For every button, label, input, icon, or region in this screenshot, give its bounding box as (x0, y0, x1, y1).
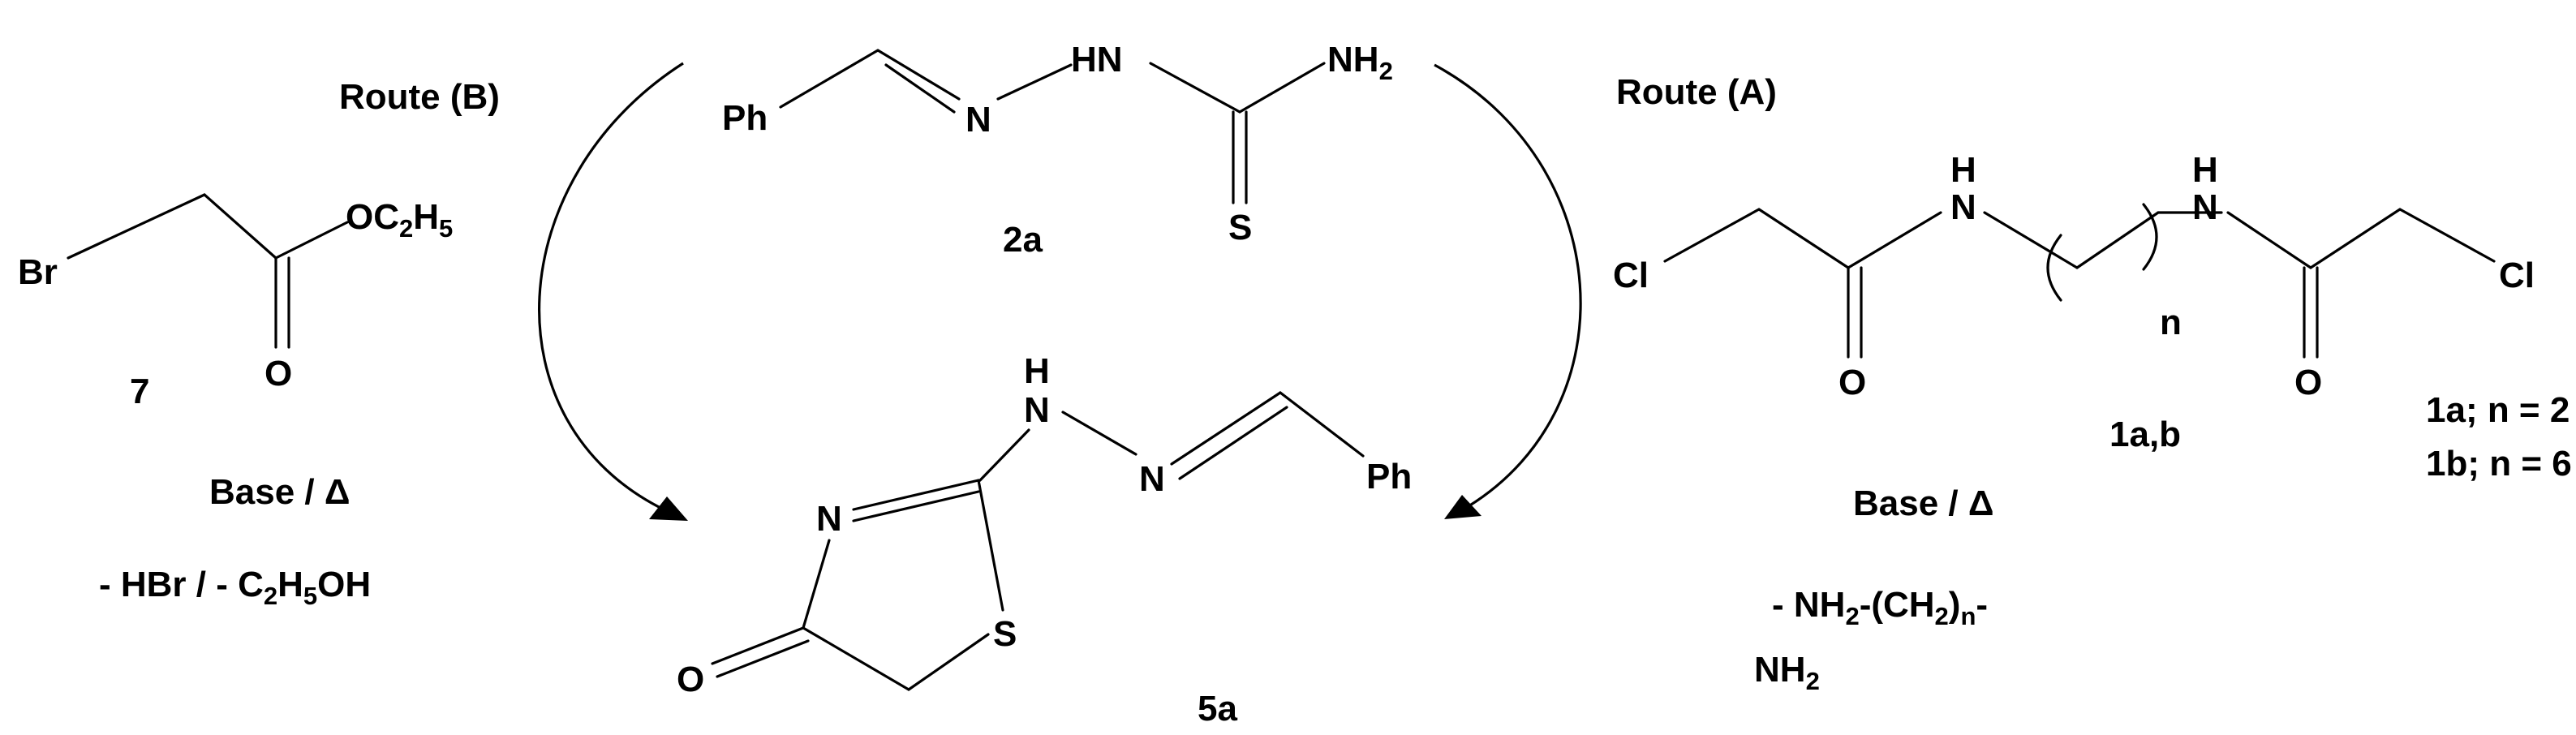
compound-7-number: 7 (130, 372, 149, 411)
route-b-conditions: Base / Δ (209, 472, 350, 512)
atom-cl-right: Cl (2499, 256, 2535, 295)
subscript-n: n (2160, 303, 2182, 342)
variant-1a: 1a; n = 2 (2426, 390, 2570, 430)
atom-o-left: O (1838, 363, 1866, 402)
atom-h: H (1024, 351, 1050, 391)
route-a-byproducts-line2: NH2 (1754, 650, 1820, 695)
route-a-label: Route (A) (1616, 72, 1777, 112)
compound-7: Br O OC2H5 (18, 193, 453, 393)
route-a-conditions: Base / Δ (1853, 484, 1994, 523)
atom-n-imine: N (965, 100, 991, 140)
arrow-route-a (1434, 63, 1582, 519)
atom-n-hydrazine: N (1024, 390, 1050, 430)
compound-5a: H N N Ph N S O (677, 351, 1412, 699)
atom-o: O (677, 660, 704, 699)
atom-n-right: N (2192, 187, 2218, 227)
atom-s: S (1228, 208, 1252, 247)
variant-1b: 1b; n = 6 (2426, 444, 2572, 484)
atom-h-right: H (2192, 150, 2218, 190)
atom-nh2: NH2 (1327, 40, 1393, 85)
ester-group: OC2H5 (346, 197, 453, 243)
atom-n-ring: N (816, 499, 842, 539)
compound-5a-number: 5a (1198, 689, 1237, 729)
atom-n-hydrazone: N (1139, 459, 1165, 499)
arrow-route-b (538, 62, 688, 521)
route-a-byproducts-line1: - NH2-(CH2)n- (1772, 585, 1988, 630)
atom-n-left: N (1950, 187, 1976, 227)
atom-h-left: H (1950, 150, 1976, 190)
compound-2a: Ph N HN NH2 S (722, 40, 1393, 247)
atom-s-ring: S (993, 614, 1017, 654)
route-b-label: Route (B) (339, 77, 500, 117)
atom-o-right: O (2294, 363, 2322, 402)
atom-br: Br (18, 252, 58, 292)
atom-hn: HN (1071, 40, 1123, 80)
route-b-byproducts: - HBr / - C2H5OH (99, 565, 371, 610)
compound-2a-number: 2a (1003, 220, 1043, 260)
atom-ph: Ph (722, 98, 768, 138)
atom-ph: Ph (1366, 457, 1412, 496)
compound-1ab-number: 1a,b (2109, 415, 2181, 454)
atom-cl-left: Cl (1613, 256, 1649, 295)
compound-1ab: Cl O H N n H N O Cl (1613, 150, 2535, 402)
atom-o: O (264, 354, 292, 393)
